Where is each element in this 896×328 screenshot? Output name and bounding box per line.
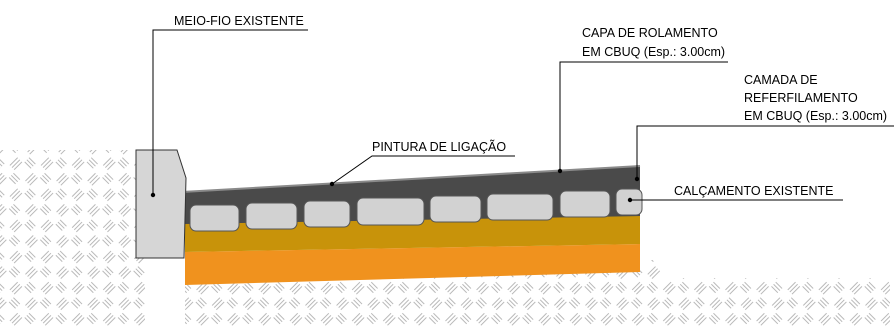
paver bbox=[189, 204, 240, 232]
paver bbox=[245, 202, 298, 230]
label-camada-line1: CAMADA DE bbox=[744, 73, 818, 87]
label-camada-line2: REFERFILAMENTO bbox=[744, 91, 858, 105]
paver bbox=[615, 188, 643, 216]
paver bbox=[303, 200, 351, 228]
pavers bbox=[189, 188, 643, 232]
label-calcamento: CALÇAMENTO EXISTENTE bbox=[674, 184, 834, 198]
paver bbox=[429, 195, 482, 223]
leaders bbox=[150, 29, 894, 203]
subbase-layer bbox=[185, 244, 640, 285]
paver bbox=[356, 197, 425, 226]
label-capa-line2: EM CBUQ (Esp.: 3.00cm) bbox=[582, 45, 725, 59]
bedding-layer bbox=[185, 214, 640, 252]
label-pintura: PINTURA DE LIGAÇÃO bbox=[372, 140, 506, 154]
curb bbox=[135, 149, 187, 259]
label-meio-fio: MEIO-FIO EXISTENTE bbox=[174, 14, 304, 28]
asphalt-top-line bbox=[181, 165, 641, 193]
paver bbox=[559, 190, 611, 218]
label-capa-line1: CAPA DE ROLAMENTO bbox=[582, 26, 718, 40]
paver bbox=[486, 193, 554, 221]
label-camada-line3: EM CBUQ (Esp.: 3.00cm) bbox=[744, 109, 887, 123]
